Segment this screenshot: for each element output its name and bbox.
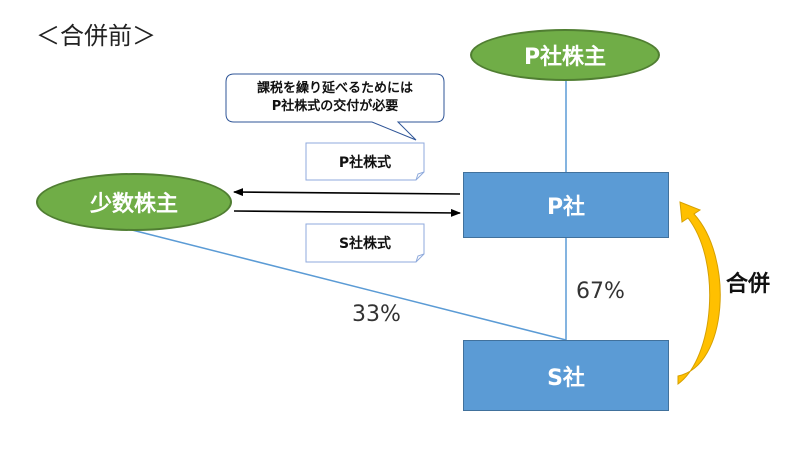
node-p-company-label: P社 <box>546 195 586 220</box>
node-s-company: S社 <box>463 340 669 411</box>
merge-arrow <box>677 201 721 385</box>
doc-p-stock-label: P社株式 <box>338 154 392 171</box>
node-minority-label: 少数株主 <box>89 192 178 217</box>
arrow-s-stock-to-p <box>233 208 461 217</box>
callout-text: 課税を繰り延べるためには P社株式の交付が必要 <box>226 80 444 116</box>
page-title: ＜合併前＞ <box>36 22 156 50</box>
doc-shape-p-stock <box>305 142 425 181</box>
callout-line-2: P社株式の交付が必要 <box>271 99 399 114</box>
node-p-company: P社 <box>463 172 669 238</box>
merge-label: 合併 <box>726 272 771 297</box>
node-p-shareholders: P社株主 <box>470 29 660 81</box>
node-p-shareholders-label: P社株主 <box>523 45 607 70</box>
doc-shape-p-stock-fold <box>415 171 425 181</box>
doc-shape-s-stock <box>305 223 425 263</box>
node-minority-shareholders: 少数株主 <box>36 173 232 231</box>
line-minority-to-s <box>131 229 567 341</box>
doc-s-stock-label: S社株式 <box>338 236 392 252</box>
arrow-p-stock-to-minority <box>233 188 461 197</box>
node-s-company-label: S社 <box>547 365 585 391</box>
callout-line-1: 課税を繰り延べるためには <box>256 81 413 96</box>
doc-shape-s-stock-fold <box>415 253 425 263</box>
percent-p-to-s: 67% <box>576 279 625 304</box>
percent-minority-to-s: 33% <box>352 302 401 327</box>
callout-bubble <box>225 73 445 141</box>
